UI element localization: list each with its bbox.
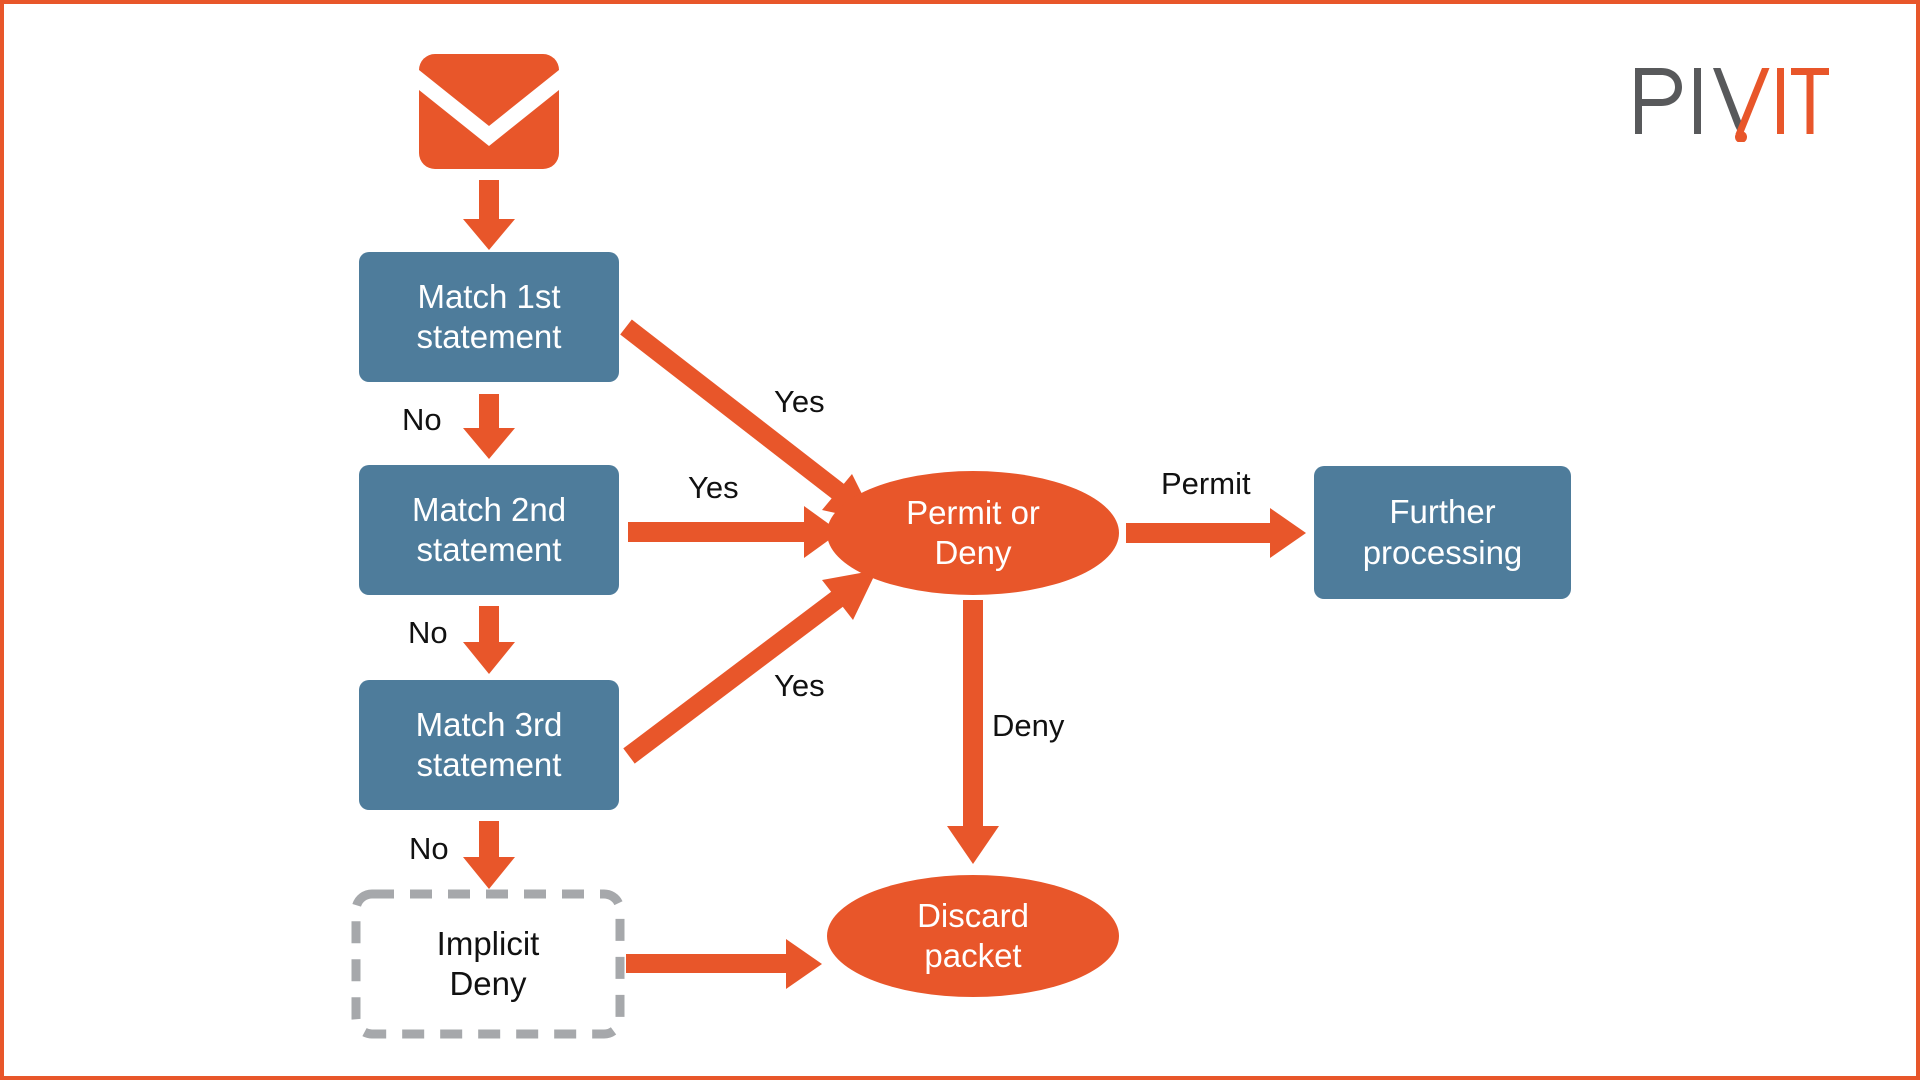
logo-letter-i2 — [1777, 68, 1784, 134]
arrow-implicit-to-discard — [626, 939, 822, 989]
node-match3-box[interactable] — [359, 680, 619, 810]
logo-slash — [1735, 68, 1770, 134]
logo-letter-t-stem — [1806, 68, 1814, 134]
edge-label-match3-no: No — [409, 831, 449, 866]
edge-label-permit: Permit — [1161, 466, 1251, 501]
arrow-match1-no — [463, 394, 515, 459]
node-implicit-deny-box[interactable] — [351, 889, 625, 1039]
arrow-deny — [947, 600, 999, 864]
edge-label-match2-no: No — [408, 615, 448, 650]
arrow-match2-no — [463, 606, 515, 674]
logo-letter-p — [1635, 68, 1682, 134]
node-discard-packet-ellipse[interactable] — [827, 875, 1119, 997]
pivit-logo — [1635, 68, 1829, 142]
arrow-match3-yes — [623, 570, 877, 764]
node-permit-or-deny-ellipse[interactable] — [827, 471, 1119, 595]
node-further-processing-box[interactable] — [1314, 466, 1571, 599]
envelope-icon — [419, 54, 559, 169]
logo-letter-v — [1713, 68, 1743, 134]
arrow-match3-no — [463, 821, 515, 889]
edge-label-match1-yes: Yes — [774, 384, 825, 419]
arrow-packet-to-match1 — [463, 180, 515, 250]
arrow-match1-yes — [620, 319, 876, 522]
edge-label-match3-yes: Yes — [774, 668, 825, 703]
flowchart-connectors — [351, 54, 1571, 1039]
logo-letter-i — [1694, 68, 1701, 134]
edge-label-match2-yes: Yes — [688, 470, 739, 505]
arrow-match2-yes — [628, 506, 840, 558]
edge-label-deny: Deny — [992, 708, 1065, 743]
logo-dot-icon — [1735, 131, 1747, 142]
node-match1-box[interactable] — [359, 252, 619, 382]
node-match2-box[interactable] — [359, 465, 619, 595]
edge-label-match1-no: No — [402, 402, 442, 437]
arrow-permit — [1126, 508, 1306, 558]
